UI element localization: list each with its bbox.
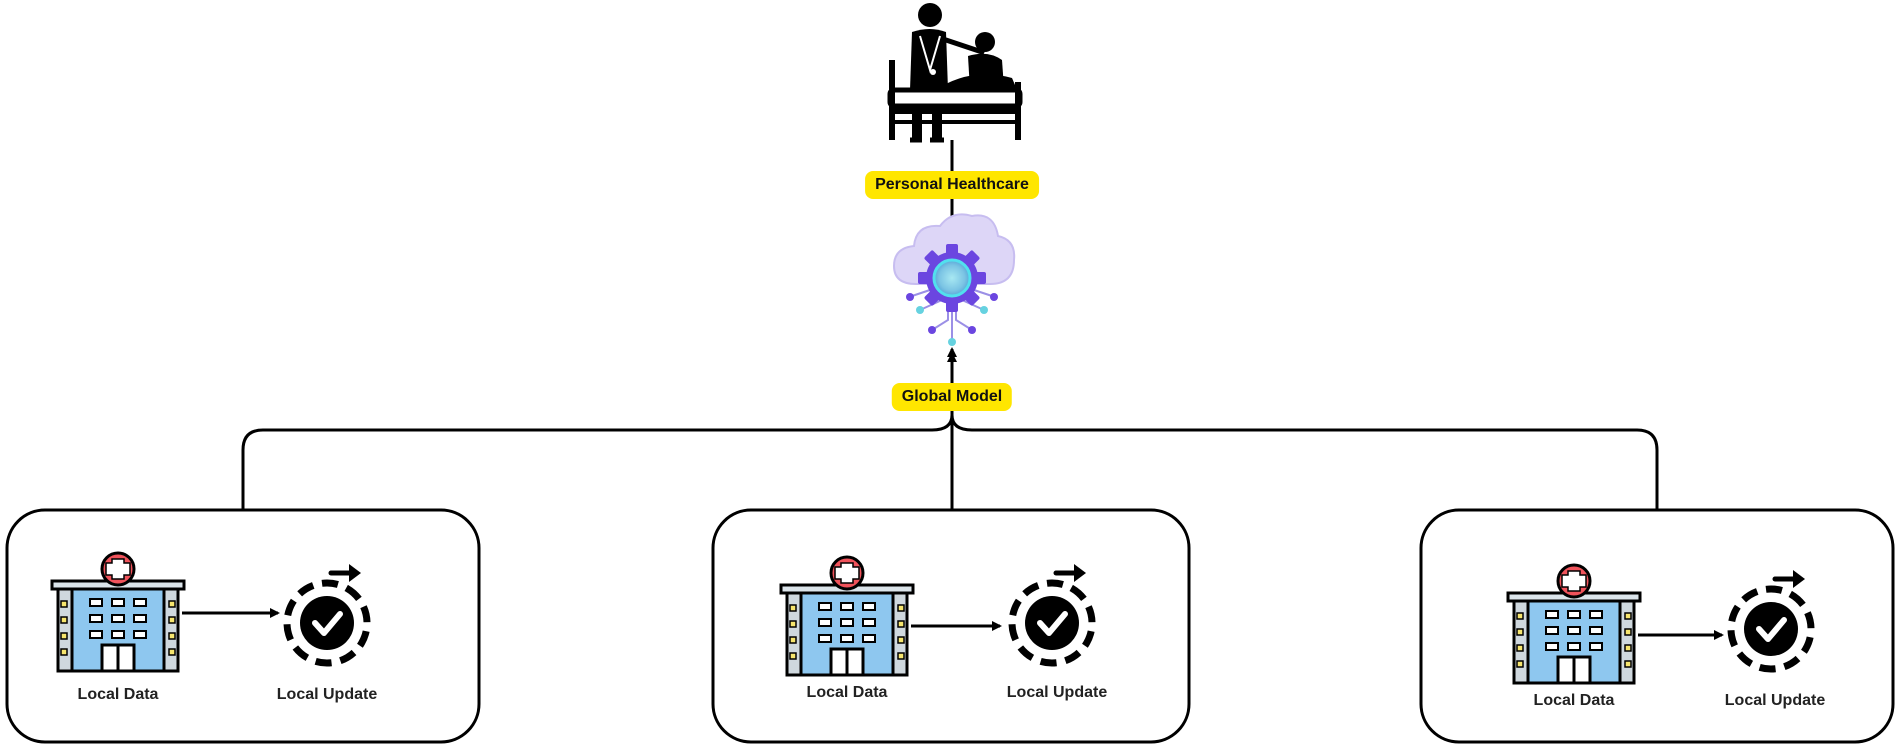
cloud-gear-network-icon (892, 213, 1016, 346)
local-update-label: Local Update (276, 686, 378, 703)
local-data-label: Local Data (77, 686, 159, 703)
local-data-label: Local Data (1533, 692, 1615, 709)
local-update-label: Local Update (1006, 684, 1108, 701)
local-update-label: Local Update (1724, 692, 1826, 709)
doctor-patient-bed-icon (887, 3, 1023, 143)
tree-connector (241, 414, 1659, 510)
global-model-label: Global Model (891, 383, 1013, 411)
personal-healthcare-label: Personal Healthcare (865, 171, 1039, 199)
local-data-label: Local Data (806, 684, 888, 701)
